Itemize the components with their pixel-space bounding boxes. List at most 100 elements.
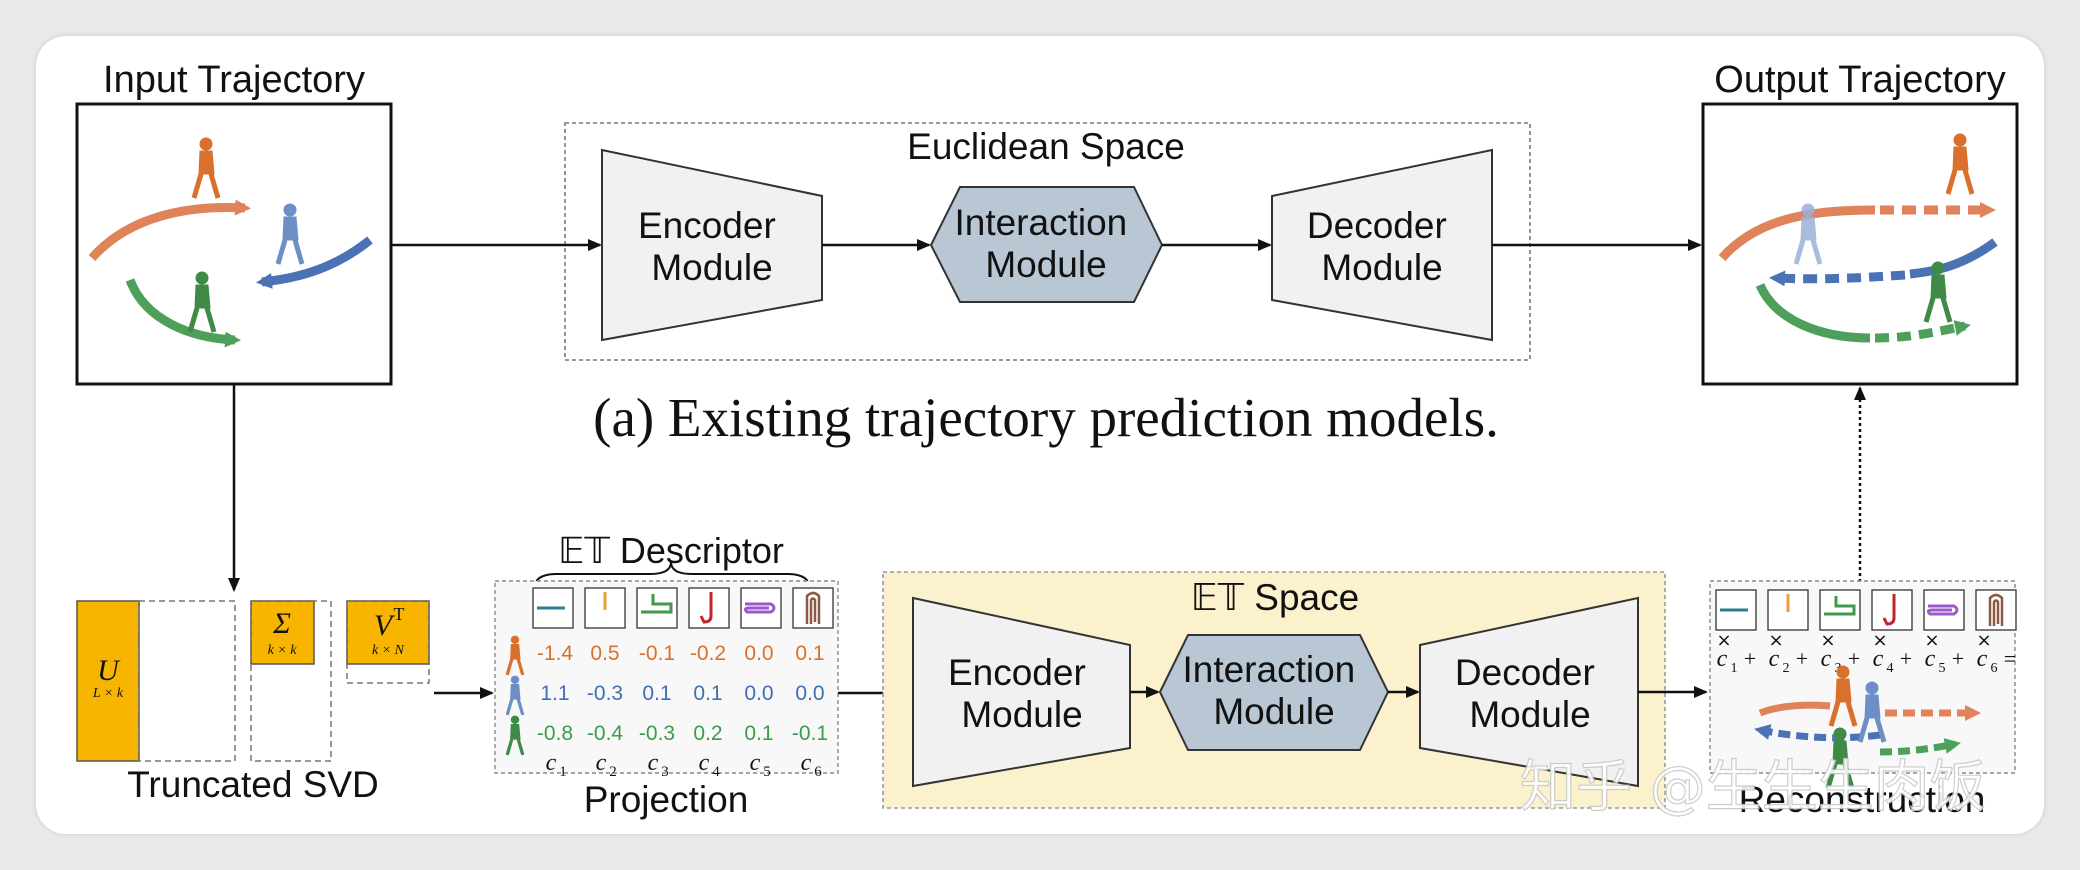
input-trajectory-title: Input Trajectory bbox=[103, 59, 365, 101]
basis-u-turn-icon bbox=[792, 587, 834, 629]
coefficient-name: c bbox=[699, 750, 710, 776]
reconstruction-label: Reconstruction bbox=[1739, 779, 1986, 820]
basis-hook-icon bbox=[688, 587, 730, 629]
decoder-module-label: Decoder Module bbox=[1307, 205, 1457, 288]
recon-operator: + bbox=[1744, 646, 1756, 671]
encoder-module-label: Encoder Module bbox=[638, 205, 786, 288]
coefficient-subscript: 1 bbox=[559, 764, 567, 780]
recon-operator: + bbox=[1900, 646, 1912, 671]
u-subscript: L × k bbox=[92, 686, 124, 701]
times-sign: × bbox=[1976, 630, 1991, 651]
sigma-subscript: k × k bbox=[268, 643, 298, 658]
coefficient-name: c bbox=[596, 750, 607, 776]
caption-a: (a) Existing trajectory prediction model… bbox=[593, 387, 1499, 448]
recon-subscript: 5 bbox=[1939, 661, 1946, 676]
times-sign: × bbox=[1768, 630, 1783, 651]
recon-subscript: 2 bbox=[1783, 661, 1790, 676]
recon-coefficient: c bbox=[1717, 646, 1728, 672]
times-sign: × bbox=[1716, 630, 1731, 651]
output-trajectory-title: Output Trajectory bbox=[1714, 59, 2005, 101]
basis-horizontal-icon bbox=[1715, 589, 1757, 631]
recon-operator: + bbox=[1796, 646, 1808, 671]
coefficient-value: 0.2 bbox=[693, 722, 722, 745]
coefficient-value: 0.1 bbox=[744, 722, 773, 745]
et-space-label: 𝔼𝕋 Space bbox=[1191, 577, 1359, 618]
recon-subscript: 1 bbox=[1731, 661, 1738, 676]
coefficient-name: c bbox=[801, 750, 812, 776]
basis-s-turn-icon bbox=[1819, 589, 1861, 631]
coefficient-value: -0.8 bbox=[537, 722, 573, 745]
v-superscript: T bbox=[394, 604, 405, 624]
basis-s-turn-icon bbox=[636, 587, 678, 629]
recon-coefficient: c bbox=[1925, 646, 1936, 672]
recon-subscript: 4 bbox=[1887, 661, 1894, 676]
coefficient-value: -0.1 bbox=[792, 722, 828, 745]
recon-coefficient: c bbox=[1769, 646, 1780, 672]
v-matrix bbox=[346, 600, 430, 665]
coefficient-subscript: 2 bbox=[609, 764, 617, 780]
output-blue-predicted bbox=[1769, 270, 1906, 287]
reconstruction-basis-icons bbox=[1715, 589, 2017, 631]
et-encoder-module-shape bbox=[912, 596, 1131, 788]
basis-hook-icon bbox=[1871, 589, 1913, 631]
descriptor-brace bbox=[533, 561, 811, 591]
sigma-matrix-truncated bbox=[250, 600, 332, 762]
euclidean-space-label: Euclidean Space bbox=[907, 126, 1185, 167]
coefficient-value: -0.4 bbox=[587, 722, 624, 745]
basis-zigzag-icon bbox=[740, 587, 782, 629]
recon-operator: + bbox=[1848, 646, 1860, 671]
encoder-module-shape bbox=[601, 148, 823, 342]
coefficient-value: 0.0 bbox=[744, 642, 773, 665]
basis-horizontal-icon bbox=[532, 587, 574, 629]
coefficient-value: 0.0 bbox=[744, 682, 773, 705]
reconstruction-equation: ×c1+×c2+×c3+×c4+×c5+×c6= bbox=[1716, 630, 2016, 676]
output-green-observed bbox=[1755, 283, 1871, 343]
coefficient-subscript: 3 bbox=[661, 764, 669, 780]
recon-orange-observed bbox=[1758, 701, 1831, 717]
decoder-module-shape bbox=[1271, 148, 1493, 342]
coefficient-value: 0.1 bbox=[693, 682, 722, 705]
et-interaction-module-label: Interaction Module bbox=[1182, 649, 1365, 732]
coefficient-value: -0.3 bbox=[639, 722, 675, 745]
v-matrix-truncated bbox=[346, 600, 430, 684]
coefficient-value: 1.1 bbox=[540, 682, 569, 705]
coefficient-value: -0.1 bbox=[639, 642, 675, 665]
et-decoder-module-shape bbox=[1419, 596, 1639, 788]
coefficient-subscript: 5 bbox=[763, 764, 771, 780]
coefficient-value: -1.4 bbox=[537, 642, 574, 665]
coefficient-value: 0.5 bbox=[590, 642, 619, 665]
projection-label: Projection bbox=[584, 779, 749, 820]
coefficient-name: c bbox=[750, 750, 761, 776]
coefficient-value: -0.3 bbox=[587, 682, 623, 705]
coefficient-value: -0.2 bbox=[690, 642, 726, 665]
coefficient-subscript: 4 bbox=[712, 764, 720, 780]
basis-zigzag-icon bbox=[1923, 589, 1965, 631]
recon-coefficient: c bbox=[1821, 646, 1832, 672]
sigma-matrix bbox=[250, 600, 315, 665]
basis-u-turn-icon bbox=[1975, 589, 2017, 631]
truncated-svd-label: Truncated SVD bbox=[127, 764, 379, 805]
recon-green-predicted bbox=[1879, 738, 1961, 756]
input-orange-trajectory bbox=[88, 199, 251, 262]
recon-coefficient: c bbox=[1977, 646, 1988, 672]
recon-coefficient: c bbox=[1873, 646, 1884, 672]
v-label: V bbox=[374, 609, 396, 642]
output-blue-observed bbox=[1909, 238, 1998, 279]
recon-operator: = bbox=[2004, 646, 2016, 671]
output-orange-observed bbox=[1718, 205, 1876, 262]
u-label: U bbox=[97, 654, 121, 687]
et-decoder-module-label: Decoder Module bbox=[1455, 652, 1605, 735]
coefficient-value: 0.1 bbox=[642, 682, 671, 705]
basis-vertical-icon bbox=[1767, 589, 1809, 631]
times-sign: × bbox=[1872, 630, 1887, 651]
recon-operator: + bbox=[1952, 646, 1964, 671]
u-matrix bbox=[76, 600, 140, 762]
euclidean-space-frame bbox=[564, 122, 1531, 361]
times-sign: × bbox=[1820, 630, 1835, 651]
reconstruction-trajectories bbox=[1754, 666, 1981, 788]
et-encoder-module-label: Encoder Module bbox=[948, 652, 1096, 735]
input-green-trajectory bbox=[125, 278, 241, 348]
coefficient-name: c bbox=[546, 750, 557, 776]
